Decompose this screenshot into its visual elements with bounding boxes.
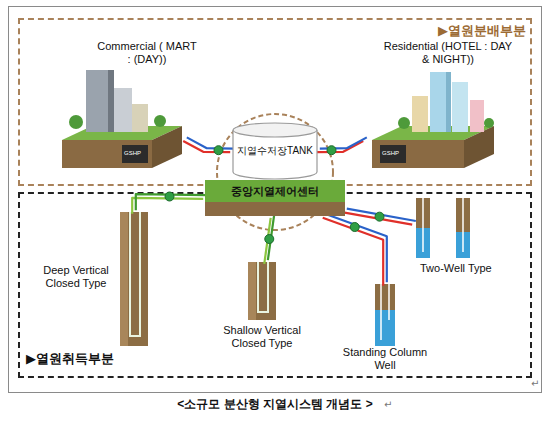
hotel-tower bbox=[430, 72, 446, 132]
tree bbox=[484, 118, 494, 128]
office-building bbox=[114, 88, 132, 132]
pump-symbol bbox=[214, 146, 223, 155]
node-label: Two-Well Type bbox=[420, 262, 512, 275]
well-column bbox=[416, 198, 430, 258]
pump-symbol bbox=[375, 212, 384, 221]
borehole-column bbox=[248, 262, 276, 320]
office-tower-side bbox=[108, 70, 114, 132]
pipe-line bbox=[347, 209, 416, 221]
pipe-connector bbox=[183, 137, 234, 154]
u-loop-pipe bbox=[130, 212, 140, 336]
standing-column-well: Standing Column Well bbox=[375, 284, 395, 346]
control-center: 중앙지열제어센터 bbox=[205, 180, 345, 216]
pump-symbol bbox=[327, 146, 336, 155]
ground-top bbox=[205, 180, 345, 202]
figure-caption: <소규모 분산형 지열시스템 개념도 > bbox=[0, 398, 550, 412]
ground-front bbox=[372, 140, 464, 168]
pump-symbol bbox=[165, 192, 174, 201]
tree bbox=[398, 117, 410, 129]
mart-building bbox=[132, 104, 148, 132]
node-label: ▶열원분배부분 bbox=[390, 24, 526, 39]
groundwater bbox=[375, 310, 395, 346]
annotation-label: GSHP bbox=[124, 150, 141, 157]
annotation-label: ↵ bbox=[531, 378, 539, 390]
tree bbox=[154, 115, 166, 127]
pump-symbol bbox=[265, 235, 274, 244]
well-column bbox=[375, 284, 395, 346]
node-label: ▶열원취득부분 bbox=[26, 352, 176, 367]
deep-vertical-loop: Deep Vertical Closed Type bbox=[120, 212, 148, 346]
hotel-tower-side bbox=[446, 72, 451, 132]
office-tower bbox=[86, 70, 108, 132]
well-column bbox=[456, 198, 470, 258]
u-loop-pipe bbox=[258, 262, 268, 312]
storage-tank: 지열수저장TANK bbox=[232, 122, 318, 180]
shallow-vertical-loop: Shallow Vertical Closed Type bbox=[248, 262, 276, 320]
node-label: Standing Column Well bbox=[340, 346, 430, 371]
node-label: Commercial ( MART : (DAY)) bbox=[97, 40, 197, 65]
acquisition-region: ▶열원취득부분Deep Vertical Closed TypeShallow … bbox=[18, 192, 532, 378]
pipe-connector bbox=[132, 192, 207, 214]
hotel-tower bbox=[452, 82, 468, 132]
commercial-building: Commercial ( MART : (DAY)) bbox=[55, 38, 185, 170]
node-label: Shallow Vertical Closed Type bbox=[212, 324, 312, 349]
annotation-label: ↵ bbox=[384, 399, 392, 411]
well-pipe bbox=[422, 198, 424, 252]
pipe-connector bbox=[316, 137, 367, 154]
hotel-building bbox=[470, 100, 484, 132]
pipe-line bbox=[326, 214, 387, 282]
ground-front bbox=[62, 140, 152, 168]
two-well: Two-Well Type bbox=[414, 196, 472, 260]
node-label: 중앙지열제어센터 bbox=[205, 185, 345, 198]
well-pipe bbox=[381, 284, 389, 340]
pipe-line bbox=[187, 137, 234, 148]
tank-top bbox=[233, 123, 317, 137]
node-label: Deep Vertical Closed Type bbox=[36, 264, 116, 289]
tree bbox=[69, 115, 83, 129]
well-pipe bbox=[462, 198, 464, 252]
node-label: Residential (HOTEL : DAY & NIGHT)) bbox=[383, 40, 513, 65]
frame-border bbox=[9, 7, 542, 393]
ground-side bbox=[152, 126, 182, 168]
borehole-face bbox=[120, 212, 128, 346]
pump-symbol bbox=[350, 223, 359, 232]
hotel-building bbox=[412, 96, 428, 132]
pipe-connector bbox=[264, 214, 274, 264]
pipe-line bbox=[323, 218, 384, 286]
basement-opening bbox=[380, 145, 406, 163]
borehole-column bbox=[120, 212, 148, 346]
ground-side bbox=[464, 126, 494, 168]
pipe-line bbox=[320, 137, 367, 148]
ground-front bbox=[205, 202, 345, 216]
node-label: 지열수저장TANK bbox=[232, 145, 318, 157]
pipe-connector bbox=[323, 214, 387, 286]
annotation-label: GSHP bbox=[382, 150, 399, 157]
borehole-face bbox=[248, 262, 256, 320]
basement-opening bbox=[122, 145, 148, 163]
